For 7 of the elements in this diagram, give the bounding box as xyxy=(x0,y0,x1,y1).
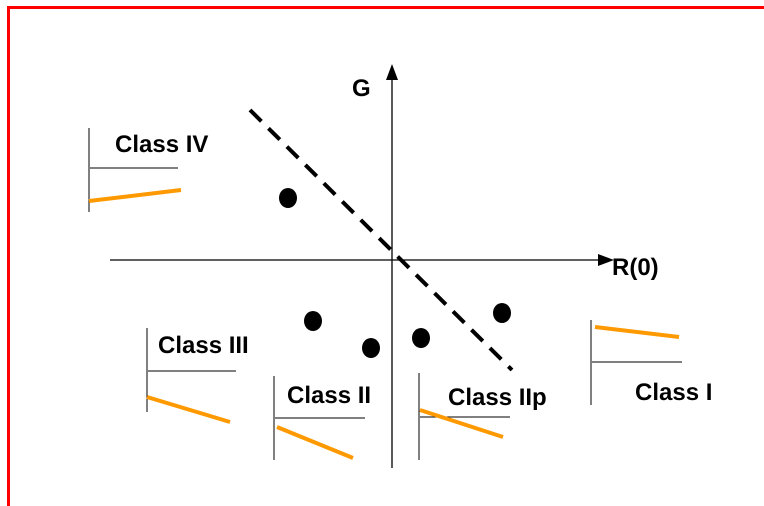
class-label: Class I xyxy=(635,381,712,405)
class-label: Class IV xyxy=(115,133,208,157)
class-label: Class III xyxy=(158,334,249,358)
axis-label: G xyxy=(352,77,371,101)
class-label: Class IIp xyxy=(448,386,547,410)
class-label: Class II xyxy=(287,384,372,408)
axis-label: R(0) xyxy=(612,256,659,280)
